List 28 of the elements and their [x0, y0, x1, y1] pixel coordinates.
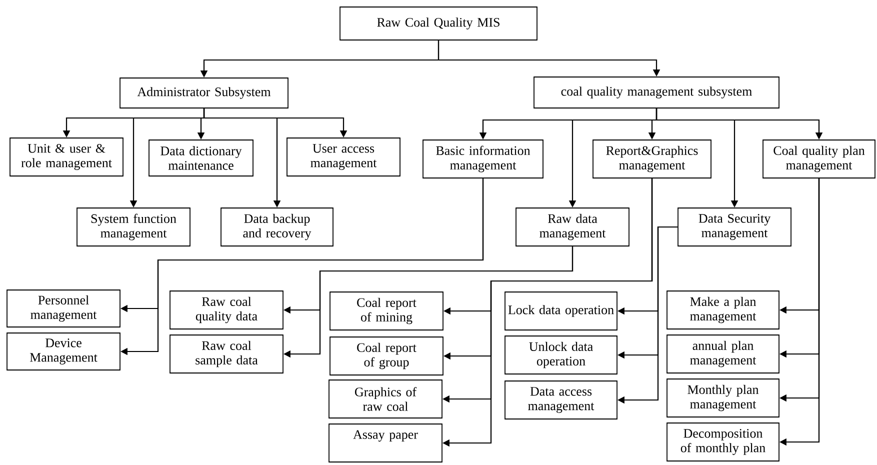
process-box: Make a plan management — [666, 290, 780, 330]
process-box: Basic information management — [422, 140, 544, 178]
process-box: Decomposition of monthly plan — [666, 422, 780, 462]
process-box: Unlock data operation — [504, 336, 618, 374]
process-box: Monthly plan management — [666, 378, 780, 418]
process-box: Administrator Subsystem — [120, 78, 288, 108]
process-box: User access management — [286, 138, 400, 176]
process-box: Assay paper — [328, 424, 442, 462]
process-box: Personnel management — [6, 290, 120, 328]
process-box: Raw coal sample data — [170, 334, 284, 374]
process-box: Raw Coal Quality MIS — [340, 6, 538, 40]
process-box: Report&Graphics management — [592, 140, 712, 178]
process-box: Data backup and recovery — [220, 208, 334, 246]
process-box: coal quality management subsystem — [534, 76, 780, 108]
process-box: Unit & user & role management — [10, 138, 124, 176]
process-box: Coal report of group — [330, 336, 444, 376]
process-box: Data access management — [504, 380, 618, 420]
process-box: Lock data operation — [504, 292, 618, 330]
process-box: Device Management — [6, 332, 120, 370]
process-box: Raw coal quality data — [170, 290, 284, 330]
process-box: Data dictionary maintenance — [148, 140, 254, 176]
process-box: Data Security management — [678, 208, 792, 246]
process-box: Graphics of raw coal — [328, 380, 442, 418]
process-box: Raw data management — [516, 208, 630, 246]
process-box: Coal quality plan management — [762, 140, 876, 178]
process-box: annual plan management — [666, 334, 780, 374]
process-box: System function management — [76, 208, 190, 246]
process-box: Coal report of mining — [330, 292, 444, 330]
